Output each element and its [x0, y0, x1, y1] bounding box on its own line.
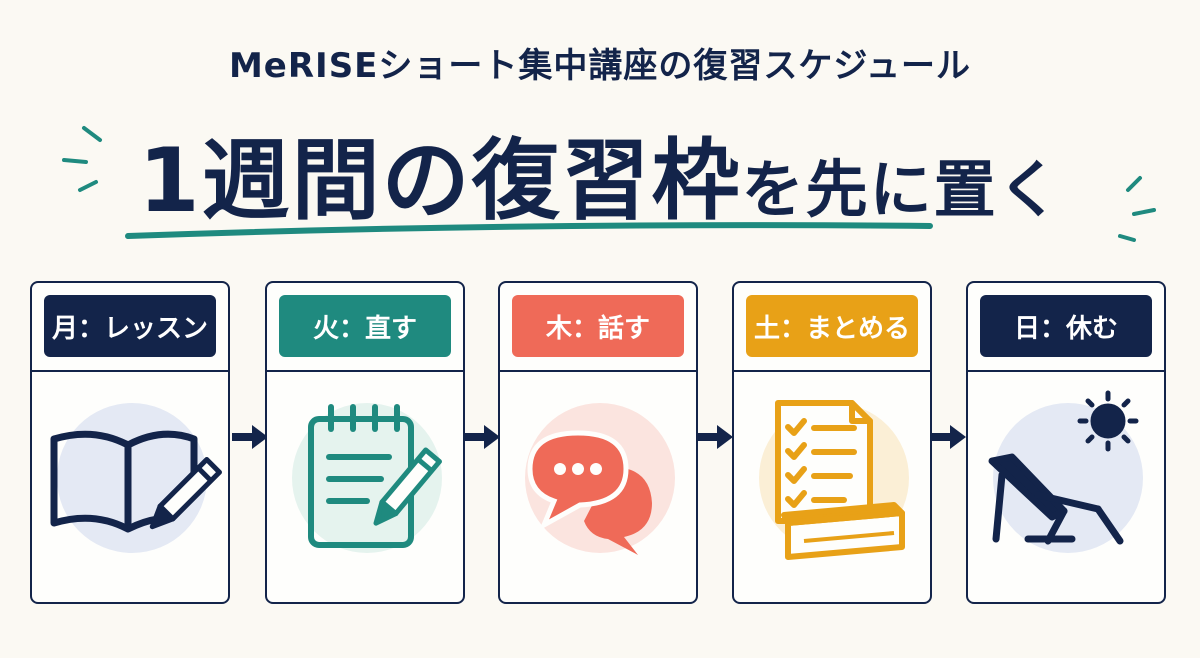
headline-main: 1週間の復習枠 — [138, 129, 742, 232]
card-divider — [734, 370, 930, 372]
schedule-card-sunday: 日：休む — [966, 281, 1166, 604]
schedule-card-tuesday: 火：直す — [265, 281, 465, 604]
arrow-right-icon — [697, 425, 733, 449]
card-divider — [267, 370, 463, 372]
card-divider — [968, 370, 1164, 372]
subtitle: MeRISEショート集中講座の復習スケジュール — [228, 46, 972, 86]
checklist-book-icon — [775, 400, 905, 560]
notepad-pencil-icon — [308, 404, 442, 548]
day-label-monday: 月：レッスン — [44, 295, 216, 357]
schedule-card-saturday: 土：まとめる — [732, 281, 932, 604]
card-divider — [500, 370, 696, 372]
headline: 1週間の復習枠を先に置く — [0, 110, 1200, 237]
day-label-sunday: 日：休む — [980, 295, 1152, 357]
arrow-right-icon — [232, 425, 268, 449]
arrow-right-icon — [464, 425, 500, 449]
arrow-right-icon — [930, 425, 966, 449]
headline-tail: を先に置く — [741, 153, 1062, 226]
beach-chair-sun-icon — [988, 390, 1139, 545]
day-label-saturday: 土：まとめる — [746, 295, 918, 357]
schedule-card-thursday: 木：話す — [498, 281, 698, 604]
day-label-thursday: 木：話す — [512, 295, 684, 357]
day-label-tuesday: 火：直す — [279, 295, 451, 357]
sun-icon — [1077, 390, 1139, 452]
open-book-pencil-icon — [50, 430, 222, 533]
schedule-card-monday: 月：レッスン — [30, 281, 230, 604]
card-divider — [32, 370, 228, 372]
speech-bubbles-icon — [527, 430, 652, 555]
